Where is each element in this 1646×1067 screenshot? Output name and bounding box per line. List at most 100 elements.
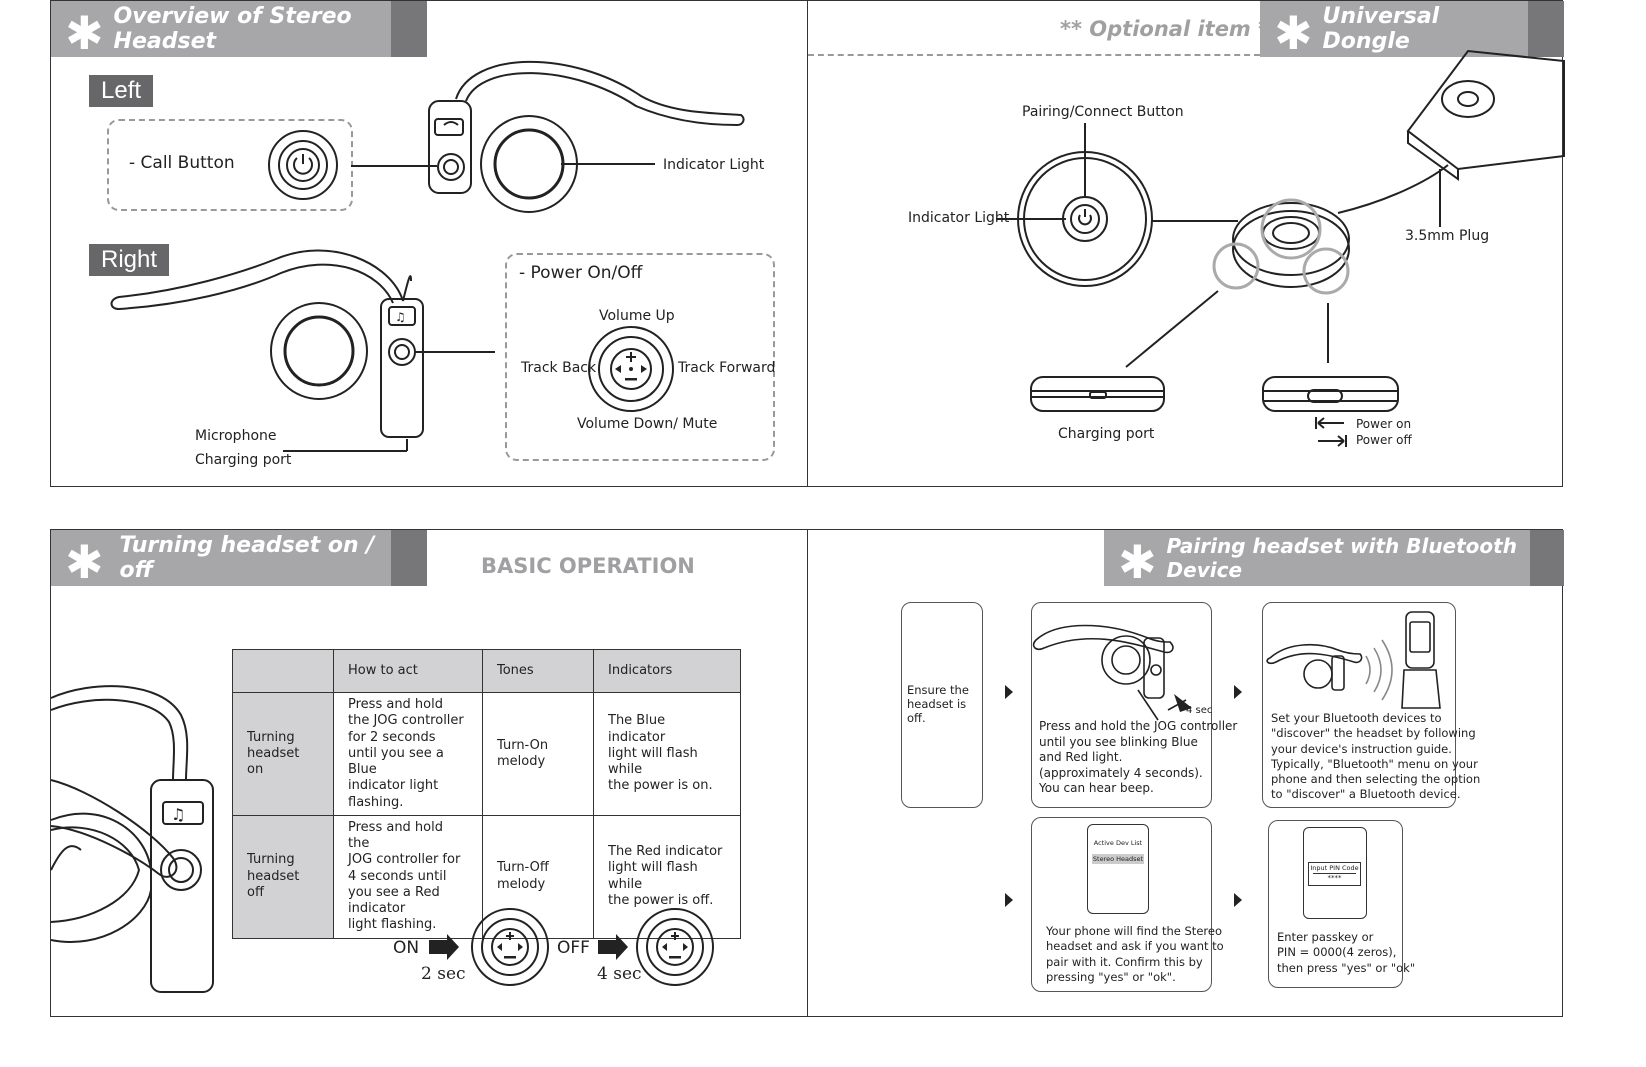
power-off-label: Power off (1356, 433, 1412, 447)
turning-drawings: ♫ (50, 685, 714, 993)
pairing-button-label: Pairing/Connect Button (1022, 104, 1184, 120)
step-3-card (1262, 602, 1456, 808)
step-1-text: Ensure the headset is off. (907, 683, 969, 725)
cell-line: the power is off. (608, 892, 714, 908)
arrow-icon (1005, 893, 1013, 907)
off-time-label: 4 sec (597, 964, 642, 984)
dongle-drawings (996, 49, 1565, 447)
text-line: pair with it. Confirm this by (1046, 954, 1203, 969)
step-2-text: Press and hold the JOG controller until … (1039, 719, 1237, 797)
header-accent (391, 530, 427, 586)
text-line: headset and ask if you want to (1046, 939, 1224, 954)
table-header-cell: How to act (333, 649, 483, 693)
how-to-act-cell: Press and hold the JOG controller for 4 … (333, 814, 483, 939)
text-line: PIN = 0000(4 zeros), (1277, 945, 1397, 960)
asterisk-icon: ✱ (1118, 535, 1157, 589)
step-4-text: Your phone will find the Stereo headset … (1046, 924, 1224, 985)
optional-item-label: ** Optional item ** (1060, 17, 1281, 41)
text-line: (approximately 4 seconds). (1039, 765, 1203, 780)
power-onoff-label: - Power On/Off (519, 263, 643, 283)
jog-callout (505, 253, 775, 461)
call-button-label: - Call Button (129, 153, 235, 173)
header-turning: ✱ Turning headset on / off (51, 530, 391, 586)
cell-line: you see a Red indicator (348, 884, 440, 916)
cell-line: light will flash while (608, 745, 698, 777)
cell-line: melody (497, 753, 546, 769)
asterisk-icon: ✱ (65, 535, 104, 589)
screen-item: Stereo Headset (1092, 854, 1144, 864)
table-header-cell: Tones (482, 649, 594, 693)
indicators-cell: The Blue indicator light will flash whil… (593, 692, 741, 816)
arrow-icon (1005, 685, 1013, 699)
step-2-badge: 4 sec (1186, 705, 1213, 716)
phone-screen: Active Dev List Stereo Headset (1087, 824, 1149, 914)
track-forward-label: Track Forward (678, 360, 776, 376)
svg-text:♫: ♫ (171, 805, 185, 824)
cell-line: melody (497, 876, 546, 892)
text-line: and Red light. (1039, 750, 1123, 765)
on-time-label: 2 sec (421, 964, 466, 984)
indicator-light-label: Indicator Light (908, 210, 1010, 226)
headset-drawings: ♫ (110, 60, 745, 452)
charging-port-label: Charging port (1058, 426, 1155, 442)
text-line: Press and hold the JOG controller (1039, 719, 1238, 733)
tones-cell: Turn-Off melody (482, 814, 594, 939)
cell-line: 4 seconds until (348, 868, 447, 884)
text-line: phone and then selecting the option (1271, 772, 1481, 787)
step-1-card (901, 602, 983, 808)
table-header-cell (232, 649, 334, 693)
svg-text:♫: ♫ (395, 310, 406, 324)
pin-screen: Input PIN Code **** (1303, 827, 1367, 919)
track-back-label: Track Back (521, 360, 597, 376)
right-tag: Right (89, 244, 170, 276)
pin-value: **** (1313, 873, 1356, 882)
text-line: pressing "yes" or "ok". (1046, 969, 1176, 984)
cell-line: until you see a Blue (348, 745, 444, 777)
pairing-drawings (1032, 611, 1441, 721)
cell-line: Turn-On (497, 737, 549, 753)
panel-title: Turning headset on / off (119, 533, 375, 583)
text-line: then press "yes" or "ok" (1277, 960, 1416, 975)
left-tag: Left (89, 75, 154, 107)
header-accent (1530, 530, 1564, 586)
pin-box: Input PIN Code **** (1308, 862, 1361, 886)
panel-headset-overview: ✱ Overview of Stereo Headset Left Right … (50, 0, 808, 487)
cell-line: The Blue indicator (608, 713, 666, 745)
cell-line: The Red indicator (608, 844, 723, 860)
text-line: Your phone will find the Stereo (1046, 924, 1222, 938)
asterisk-icon: ✱ (65, 6, 104, 60)
table-header-cell: Indicators (593, 649, 741, 693)
volume-up-label: Volume Up (599, 308, 675, 324)
microphone-label: Microphone (195, 428, 277, 444)
panel-title: Overview of Stereo Headset (113, 4, 352, 54)
basic-operation-label: BASIC OPERATION (481, 554, 695, 578)
header-headset-overview: ✱ Overview of Stereo Headset (51, 1, 391, 57)
step-5-card (1268, 820, 1403, 988)
cell-line: the power is on. (608, 778, 713, 794)
panel-turning-onoff: ✱ Turning headset on / off BASIC OPERATI… (50, 529, 808, 1017)
header-accent (391, 1, 427, 57)
cell-line: JOG controller for (348, 852, 461, 868)
tones-cell: Turn-On melody (482, 692, 594, 816)
cell-line: light flashing. (348, 917, 437, 933)
cell-line: indicator light flashing. (348, 778, 439, 810)
indicator-light-label: Indicator Light (663, 157, 765, 173)
panel-title: Universal Dongle (1322, 4, 1440, 54)
text-line: You can hear beep. (1039, 781, 1154, 796)
panel-title: Pairing headset with Bluetooth Device (1166, 534, 1517, 582)
plug-label: 3.5mm Plug (1405, 228, 1490, 244)
text-line: Enter passkey or (1277, 930, 1374, 944)
how-to-act-cell: Press and hold the JOG controller for 2 … (333, 692, 483, 816)
asterisk-icon: ✱ (1274, 6, 1313, 60)
step-3-text: Set your Bluetooth devices to "discover"… (1271, 711, 1480, 803)
dashed-divider (808, 54, 1260, 56)
header-universal-dongle: ✱ Universal Dongle (1260, 1, 1528, 57)
screen-title: Active Dev List (1093, 839, 1143, 847)
volume-down-label: Volume Down/ Mute (577, 416, 718, 432)
text-line: your device's instruction guide. (1271, 741, 1452, 756)
header-accent (1528, 1, 1564, 57)
cell-line: for 2 seconds (348, 729, 436, 745)
step-5-text: Enter passkey or PIN = 0000(4 zeros), th… (1277, 930, 1415, 976)
row-label: Turning headset off (232, 814, 334, 939)
off-label: OFF (557, 938, 590, 958)
